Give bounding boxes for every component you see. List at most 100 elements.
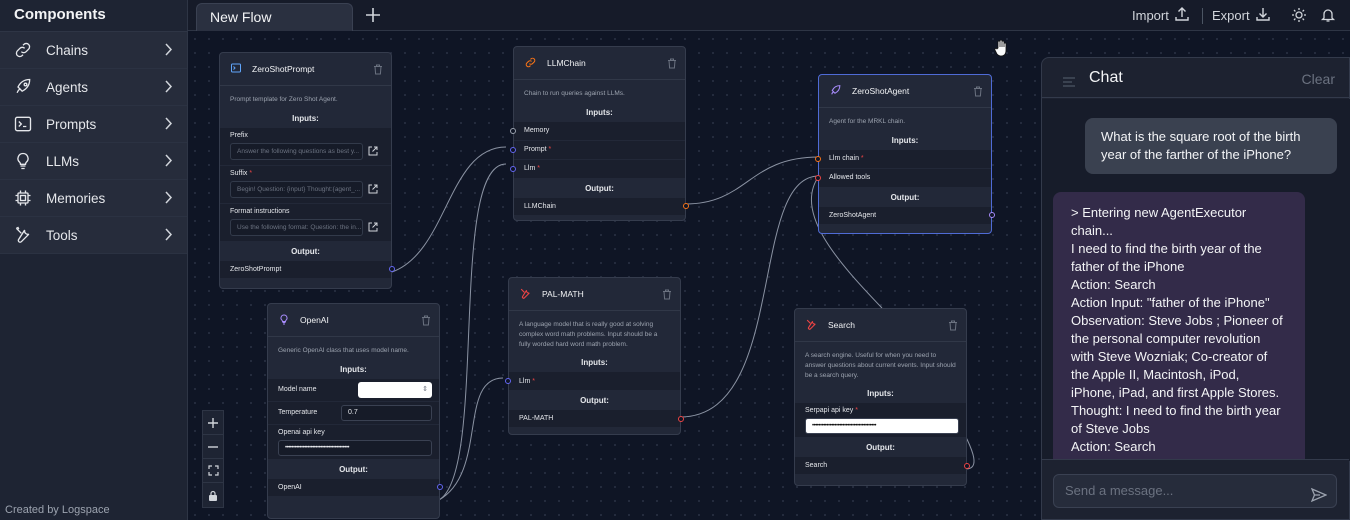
node-pal-math[interactable]: PAL-MATH A language model that is really… [505,277,684,435]
import-button[interactable]: Import [1132,6,1190,25]
node-title: OpenAI [300,315,329,325]
output-handle[interactable] [678,415,684,422]
trash-icon[interactable] [421,315,431,328]
zoom-in-button[interactable] [203,411,223,435]
input-handle[interactable] [815,155,821,162]
sun-icon[interactable] [1291,7,1307,23]
external-link-icon[interactable] [368,184,378,200]
inputs-heading: Inputs: [586,107,613,117]
node-title: ZeroShotAgent [852,86,910,96]
trash-icon[interactable] [662,289,672,302]
required-mark: * [532,377,535,385]
fit-view-button[interactable] [203,459,223,483]
trash-icon[interactable] [948,320,958,333]
export-button[interactable]: Export [1212,6,1271,25]
divider [1202,8,1203,24]
sidebar-item-chains[interactable]: Chains [0,32,187,69]
node-description: A search engine. Useful for when you nee… [805,352,956,379]
import-label: Import [1132,8,1169,23]
node-llmchain[interactable]: LLMChain Chain to run queries against LL… [510,46,689,221]
api-key-input[interactable]: •••••••••••••••••••••••••••••••••••••••• [278,439,432,456]
external-link-icon[interactable] [368,222,378,238]
output-handle[interactable] [389,266,395,273]
output-handle[interactable] [989,212,995,219]
output-heading: Output: [866,443,895,453]
send-icon[interactable] [1310,483,1328,515]
input-handle[interactable] [815,174,821,181]
node-search[interactable]: Search A search engine. Useful for when … [794,308,970,486]
bell-icon[interactable] [1320,7,1336,23]
input-handle[interactable] [510,165,516,172]
prefix-input[interactable]: Answer the following questions as best y… [230,142,378,160]
llm-input-row: Llm * [510,159,685,178]
trash-icon[interactable] [667,58,677,71]
prompt-input-row: Prompt * [510,140,685,159]
format-input[interactable]: Use the following format: Question: the … [230,218,378,236]
prefix-value: Answer the following questions as best y… [237,147,359,155]
format-label: Format instructions [230,207,290,215]
link-icon [0,40,46,60]
tab-new-flow[interactable]: New Flow [196,3,353,31]
message-input[interactable]: Send a message... [1053,474,1337,508]
model-name-label: Model name [278,386,317,394]
temperature-input[interactable]: 0.7 [341,404,432,421]
clear-button[interactable]: Clear [1301,71,1335,87]
output-heading: Output: [339,464,368,474]
required-mark: * [249,169,253,177]
top-bar: New Flow Import Export [188,0,1350,31]
model-name-select[interactable]: ⇕ [358,381,432,398]
output-handle[interactable] [964,462,970,469]
trash-icon[interactable] [973,86,983,99]
sidebar-item-label: Tools [46,227,78,243]
output-heading: Output: [291,246,320,256]
chevron-right-icon [164,80,173,98]
suffix-field-row: Suffix * Begin! Question: {input} Though… [220,165,391,203]
link-icon [524,56,537,71]
sidebar-item-memories[interactable]: Memories [0,180,187,217]
sidebar-item-agents[interactable]: Agents [0,69,187,106]
output-row: LLMChain [514,197,689,215]
sidebar-item-llms[interactable]: LLMs [0,143,187,180]
chat-title: Chat [1089,69,1123,86]
lock-button[interactable] [203,483,223,507]
chat-panel: Chat Clear What is the square root of th… [1041,57,1350,520]
menu-icon[interactable] [1062,74,1076,92]
chevron-right-icon [164,154,173,172]
export-label: Export [1212,8,1250,23]
node-zeroshotprompt[interactable]: ZeroShotPrompt Prompt template for Zero … [219,52,395,289]
llm-label: Llm [524,165,536,173]
input-handle[interactable] [505,378,511,385]
input-handle[interactable] [510,127,516,134]
input-handle[interactable] [510,146,516,153]
plus-icon[interactable] [362,4,384,26]
sidebar-item-label: LLMs [46,153,80,169]
required-mark: * [537,165,540,173]
credit-text: Created by Logspace [5,504,110,516]
sidebar-item-tools[interactable]: Tools [0,217,187,254]
message-placeholder: Send a message... [1065,483,1174,498]
node-zeroshotagent[interactable]: ZeroShotAgent Agent for the MRKL chain. … [815,74,995,234]
chat-header: Chat Clear [1042,58,1349,98]
output-row: OpenAI [268,478,443,496]
zoom-out-button[interactable] [203,435,223,459]
external-link-icon[interactable] [368,146,378,162]
sidebar-item-label: Prompts [46,116,97,132]
hand-cursor-icon [994,39,1010,62]
suffix-input[interactable]: Begin! Question: {input} Thought:{agent_… [230,180,378,198]
prefix-label: Prefix [230,131,248,139]
node-header: LLMChain [514,47,685,80]
output-handle[interactable] [437,484,443,491]
trash-icon[interactable] [373,64,383,77]
chat-messages[interactable]: What is the square root of the birth yea… [1042,99,1350,461]
serpapi-key-input[interactable]: •••••••••••••••••••••••••••••••••••••••• [805,418,959,435]
serpapi-key-label-text: Serpapi api key [805,407,854,415]
cpu-icon [0,188,46,208]
inputs-heading: Inputs: [867,389,894,399]
node-title: PAL-MATH [542,289,584,299]
temperature-row: Temperature 0.7 [268,401,439,424]
sidebar-item-label: Chains [46,42,89,58]
sidebar-item-prompts[interactable]: Prompts [0,106,187,143]
node-description: Generic OpenAI class that uses model nam… [278,347,409,354]
node-openai[interactable]: OpenAI Generic OpenAI class that uses mo… [267,303,443,519]
output-handle[interactable] [683,203,689,210]
